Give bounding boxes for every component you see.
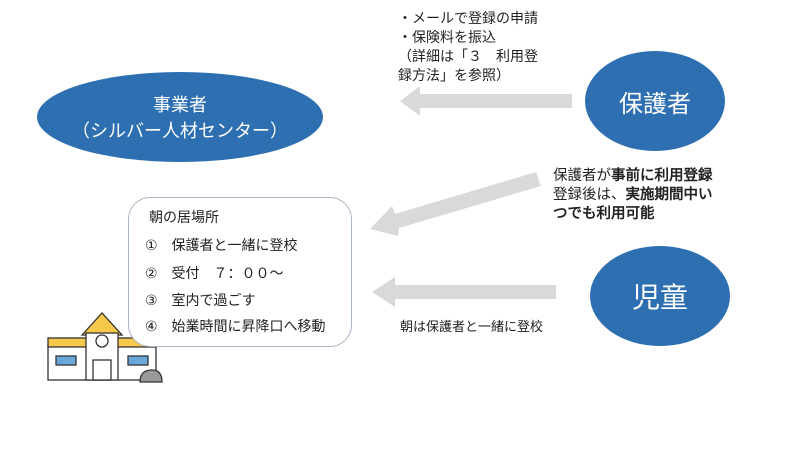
child-ellipse: 児童 xyxy=(590,246,730,346)
morning-place-box: 朝の居場所 ① 保護者と一緒に登校 ② 受付 ７：００～ ③ 室内で過ごす ④ … xyxy=(128,197,352,347)
guardian-label: 保護者 xyxy=(619,89,691,118)
morning-place-title: 朝の居場所 xyxy=(149,210,219,226)
note-line: （詳細は「３ 利用登 xyxy=(398,49,538,65)
registration-note: ・メールで登録の申請 ・保険料を振込 （詳細は「３ 利用登 録方法」を参照） xyxy=(398,10,538,86)
child-label: 児童 xyxy=(631,281,688,314)
morning-step: ① 保護者と一緒に登校 xyxy=(145,238,298,254)
note-text: 事前に利用登録 xyxy=(611,168,713,184)
note-line: ・保険料を振込 xyxy=(398,30,496,46)
note-text: 登録後は、 xyxy=(553,187,626,203)
note-text: 実施期間中い xyxy=(625,187,713,203)
note-line: 録方法」を参照） xyxy=(398,68,510,84)
operator-name: 事業者 xyxy=(153,95,207,116)
morning-step: ② 受付 ７：００～ xyxy=(145,266,284,282)
note-text: つでも利用可能 xyxy=(553,206,655,222)
guardian-ellipse: 保護者 xyxy=(585,51,725,151)
operator-org: （シルバー人材センター） xyxy=(72,121,288,142)
morning-step: ④ 始業時間に昇降口へ移動 xyxy=(145,319,326,335)
pre-registration-note: 保護者が事前に利用登録 登録後は、実施期間中い つでも利用可能 xyxy=(553,167,713,224)
note-text: 保護者が xyxy=(553,168,611,184)
operator-ellipse: 事業者 （シルバー人材センター） xyxy=(37,72,323,162)
child-commute-note: 朝は保護者と一緒に登校 xyxy=(400,320,544,335)
arrow-child-to-place xyxy=(372,277,556,307)
school-building-icon xyxy=(47,312,163,383)
arrow-guardian-to-operator xyxy=(400,86,572,116)
arrow-guardian-to-place xyxy=(370,172,541,236)
note-line: ・メールで登録の申請 xyxy=(398,11,538,27)
morning-step: ③ 室内で過ごす xyxy=(145,293,256,309)
